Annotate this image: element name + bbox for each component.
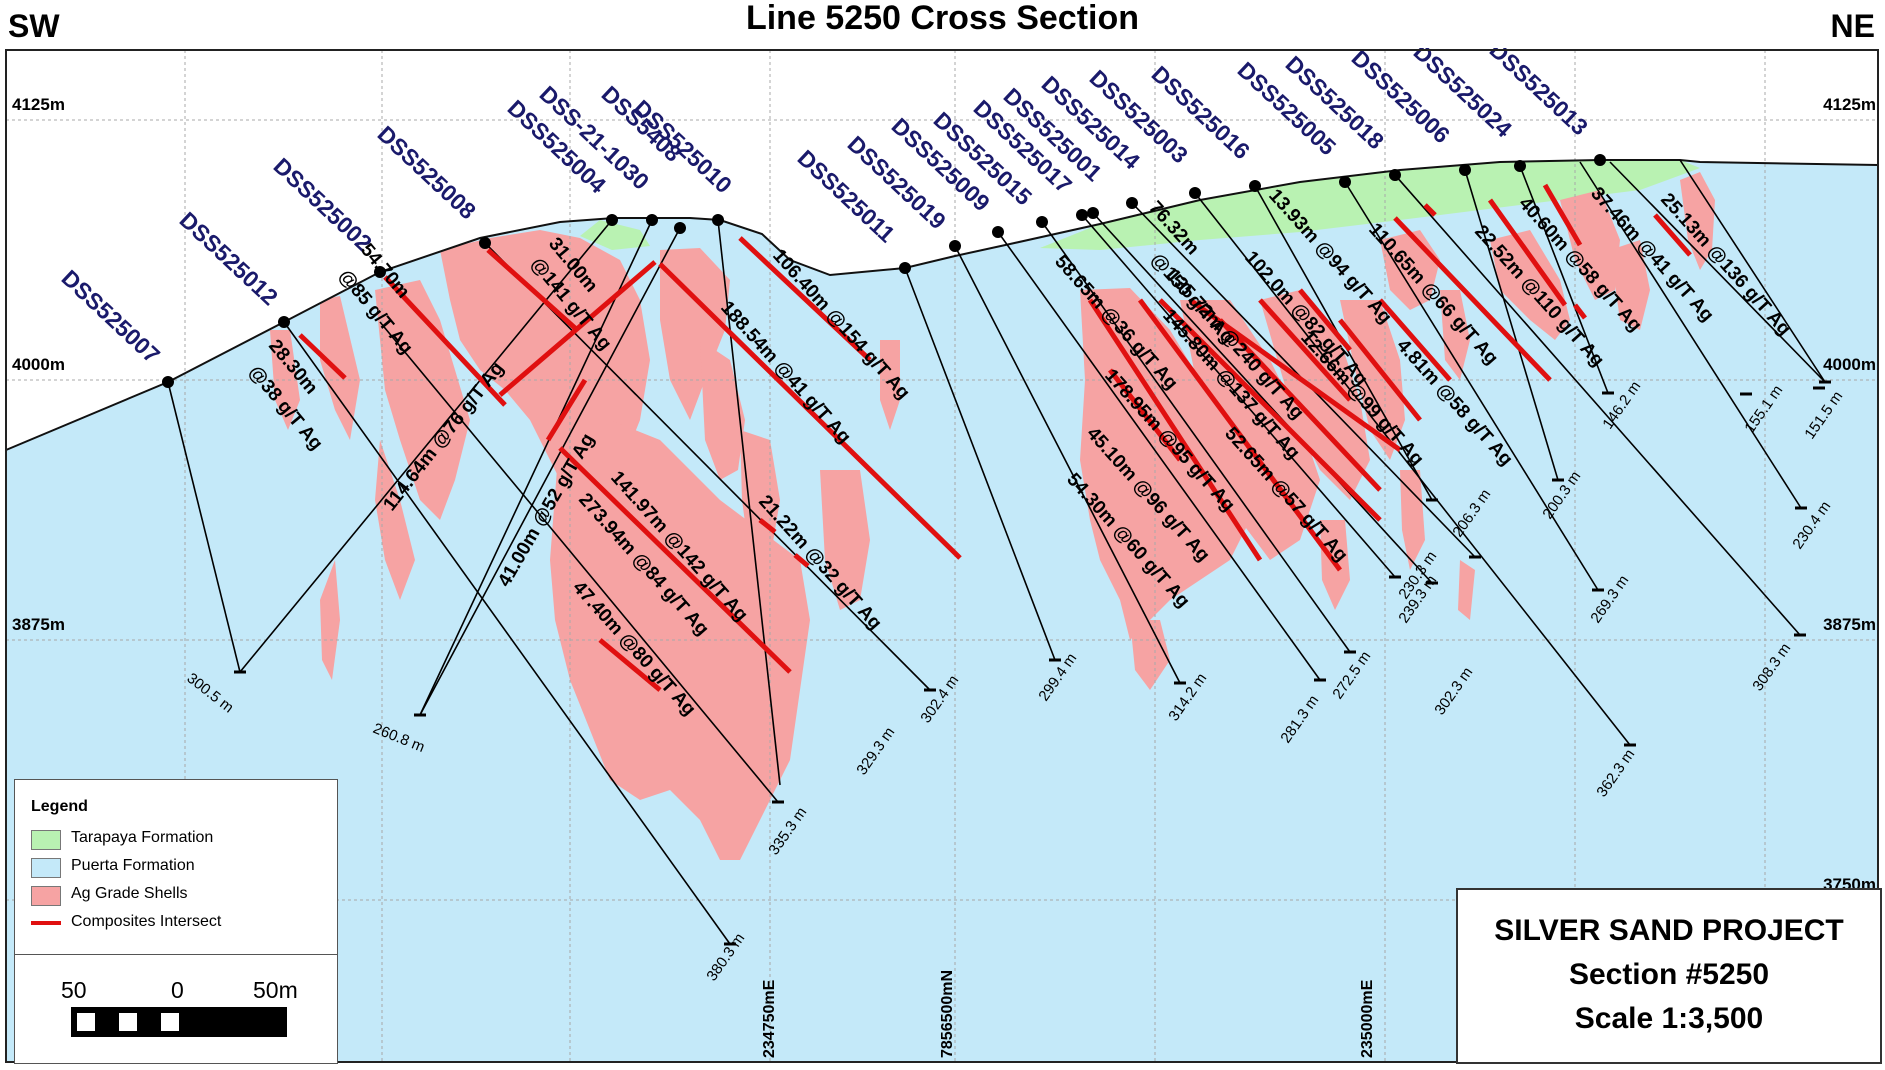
header: Line 5250 Cross Section SW NE (0, 0, 1885, 50)
legend-swatch (31, 858, 61, 878)
scale-label-left: 50 (61, 977, 87, 1003)
collar-points (162, 154, 1606, 388)
elev-right-4125: 4125m (1823, 95, 1876, 114)
legend-title: Legend (31, 798, 88, 815)
legend-swatch (31, 830, 61, 850)
scale-bar-box: 50 0 50m (14, 954, 338, 1064)
legend-label: Tarapaya Formation (71, 829, 214, 846)
elev-left-3875: 3875m (12, 615, 65, 634)
legend-label: Ag Grade Shells (71, 885, 188, 902)
easting-235000: 235000mE (1359, 979, 1376, 1058)
legend-box: Legend Tarapaya Formation Puerta Formati… (14, 779, 338, 956)
easting-labels: 234750mE 7856500mN 235000mE (761, 970, 1376, 1058)
hole-label: DSS525002 (269, 153, 377, 257)
scale-label-mid: 0 (171, 977, 184, 1003)
northing-7856500: 7856500mN (939, 970, 956, 1058)
puerta-formation (6, 160, 1878, 1062)
scale-label-right: 50m (253, 977, 298, 1003)
scale-bar (71, 1007, 287, 1037)
project-title-box: SILVER SAND PROJECT Section #5250 Scale … (1456, 888, 1882, 1064)
tarapaya-formation (580, 160, 1700, 250)
project-name: SILVER SAND PROJECT (1494, 914, 1844, 947)
legend-label: Composites Intersect (71, 913, 222, 930)
elev-left-4000: 4000m (12, 355, 65, 374)
elev-right-4000: 4000m (1823, 355, 1876, 374)
hole-label: DSS525012 (175, 207, 283, 311)
legend-swatch (31, 921, 61, 925)
easting-234750: 234750mE (761, 979, 778, 1058)
legend-swatch (31, 886, 61, 906)
ag-grade-shells (270, 172, 1715, 860)
drill-traces (167, 159, 1826, 945)
map-frame (5, 49, 1879, 1063)
direction-ne-label: NE (1830, 8, 1875, 44)
composite-intersects (298, 183, 1692, 692)
direction-sw-label: SW (8, 8, 60, 44)
cross-section-diagram: 4125m 4000m 3875m 4125m 4000m 3875m 3750… (5, 48, 1879, 1063)
elevation-labels: 4125m 4000m 3875m 4125m 4000m 3875m 3750… (12, 95, 1876, 894)
hole-label: DSS525007 (57, 265, 165, 369)
legend-label: Puerta Formation (71, 857, 195, 874)
hole-end-ticks (234, 380, 1831, 946)
hole-label: DSS525008 (373, 121, 482, 225)
project-scale: Scale 1:3,500 (1574, 1002, 1764, 1035)
page-title: Line 5250 Cross Section (745, 0, 1140, 37)
elev-right-3875: 3875m (1823, 615, 1876, 634)
elev-left-4125: 4125m (12, 95, 65, 114)
project-section: Section #5250 (1568, 958, 1770, 991)
